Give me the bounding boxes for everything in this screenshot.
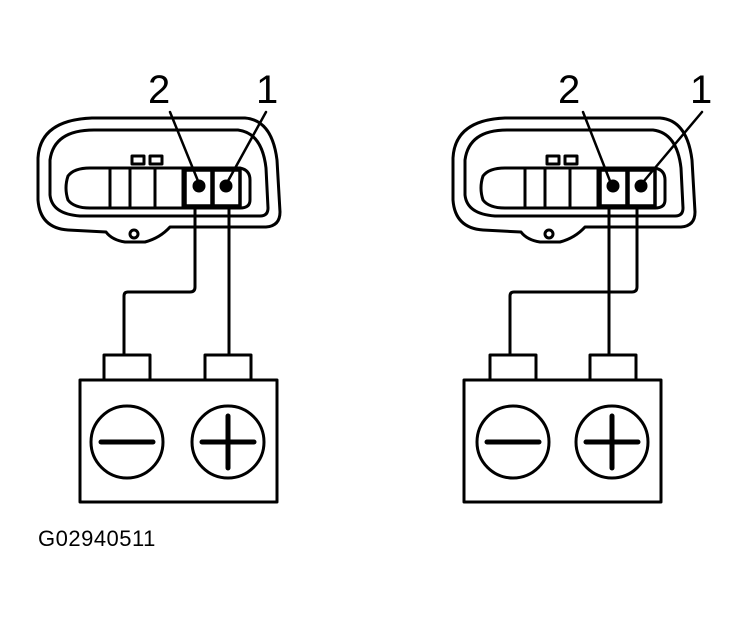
right-connector-housing	[451, 116, 697, 244]
right-panel	[451, 110, 704, 504]
right-neg-terminal	[475, 404, 551, 480]
right-neg-post	[488, 353, 538, 382]
figure-code: G02940511	[38, 526, 156, 551]
right-pin-2-dot	[606, 179, 620, 193]
right-pin-1-dot	[634, 179, 648, 193]
right-wire-neg	[508, 204, 639, 357]
left-pin-2-dot	[192, 179, 206, 193]
right-terminal-slot	[479, 166, 667, 210]
right-label-1: 1	[690, 68, 712, 112]
right-leader-1	[642, 110, 704, 183]
left-panel	[36, 110, 282, 504]
left-pin-1-box	[211, 168, 242, 208]
left-neg-post	[102, 353, 152, 382]
right-pos-terminal	[574, 404, 650, 480]
left-wire-neg	[122, 204, 197, 357]
left-leader-1	[226, 110, 268, 183]
left-terminal-slot	[64, 166, 252, 210]
left-pin-1-dot	[219, 179, 233, 193]
right-leader-2	[581, 110, 612, 183]
left-label-2: 2	[148, 68, 170, 112]
left-connector-housing	[36, 116, 282, 244]
left-battery	[78, 378, 279, 504]
right-pin-1-box	[626, 168, 657, 208]
left-neg-terminal	[89, 404, 165, 480]
left-label-1: 1	[256, 68, 278, 112]
right-mount-hole	[543, 228, 555, 240]
left-pos-terminal	[190, 404, 266, 480]
left-leader-2	[168, 110, 200, 183]
right-connector-inner	[463, 128, 685, 218]
right-pos-post	[588, 353, 638, 382]
right-battery	[462, 378, 663, 504]
left-mount-hole	[128, 228, 140, 240]
left-pos-post	[203, 353, 253, 382]
left-connector-inner	[48, 128, 270, 218]
right-label-2: 2	[558, 68, 580, 112]
